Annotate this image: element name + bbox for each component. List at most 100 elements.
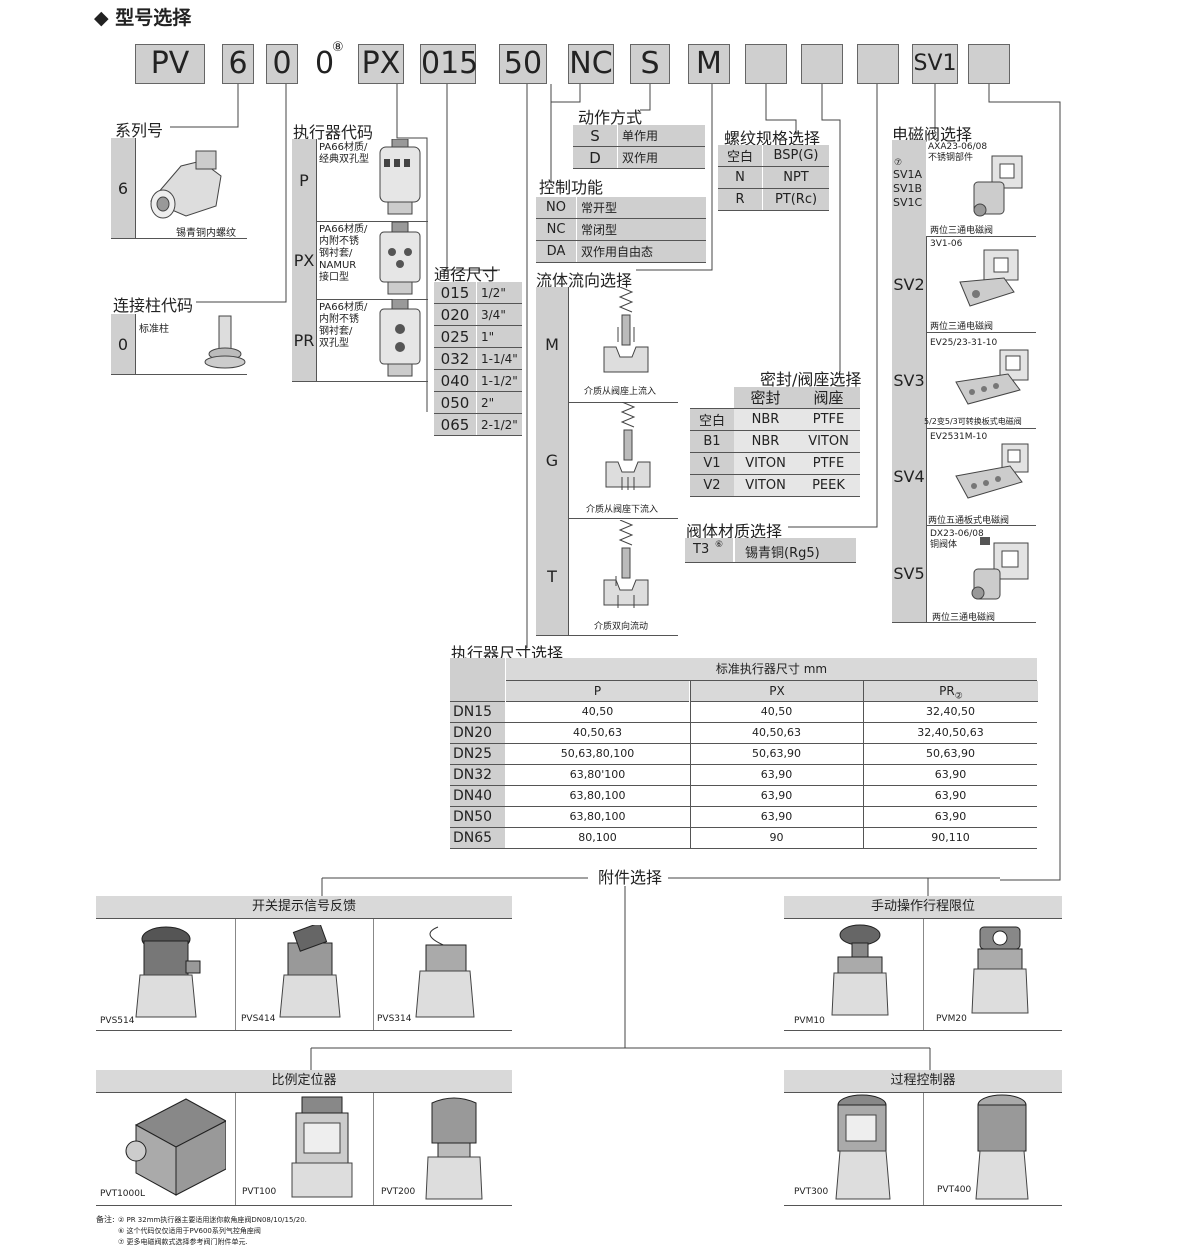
- series-caption: 锡青铜内螺纹: [176, 228, 236, 239]
- note-line-2: ⑥ 这个代码仅仅适用于PV600系列气控角座阀: [118, 1227, 261, 1235]
- bore-code: 050: [434, 391, 477, 414]
- solenoid-row-sv5: SV5 DX23-06/08 铜阀体 两位三通电磁阀: [892, 525, 1036, 623]
- solenoid-model-sv2: 3V1-06: [930, 239, 963, 249]
- solenoid-row-sv2: SV2 3V1-06 两位三通电磁阀: [892, 236, 1036, 333]
- flow-t-diagram-icon: [603, 520, 649, 608]
- actuator-code-px: PX: [292, 221, 317, 299]
- actuator-size-p: 50,63,80,100: [560, 747, 635, 760]
- thread-value: BSP(G): [762, 145, 829, 167]
- seal-value: NBR: [734, 430, 797, 453]
- solenoid-sv4-icon: [955, 443, 1029, 499]
- control-code: NC: [536, 218, 577, 241]
- seat-value: PEEK: [797, 474, 860, 497]
- code-box-actuator-size: 50: [499, 44, 547, 84]
- pvt400-label: PVT400: [937, 1185, 972, 1195]
- body-material-value: 锡青铜(Rg5): [745, 546, 820, 561]
- solenoid-code-sv1: SV1A SV1B SV1C: [893, 168, 923, 209]
- pvt300-label: PVT300: [794, 1187, 829, 1197]
- bore-value: 1-1/4": [476, 347, 522, 370]
- actuator-size-px: 63,90: [690, 807, 862, 827]
- control-code: NO: [536, 197, 577, 219]
- code-box-accessory: [968, 44, 1010, 84]
- action-code: S: [573, 125, 618, 147]
- code-box-thread: [745, 44, 787, 84]
- pvt200-label: PVT200: [381, 1187, 416, 1197]
- solenoid-code-sv3: SV3: [892, 332, 927, 428]
- flow-code-t: T: [536, 518, 569, 635]
- seal-code: V1: [690, 452, 734, 475]
- code-box-series-prefix: PV: [135, 44, 205, 84]
- flow-row-g: G 介质从阀座下流入: [536, 402, 678, 519]
- body-material-value-cell: 锡青铜(Rg5): [735, 538, 856, 562]
- bore-code: 032: [434, 347, 477, 370]
- connector-title: 连接柱代码: [113, 296, 194, 315]
- bore-code: 025: [434, 325, 477, 348]
- action-value: 双作用: [617, 146, 705, 169]
- solenoid-caption-sv5: 两位三通电磁阀: [932, 613, 996, 623]
- solenoid-caption-sv3: 5/2变5/3可转换板式电磁阀: [924, 417, 1022, 426]
- body-material-sup: ⑥: [715, 540, 724, 550]
- actuator-size-px: 63,90: [690, 786, 862, 806]
- code-box-solenoid: SV1: [912, 44, 958, 84]
- flow-caption-t: 介质双向流动: [594, 622, 649, 632]
- flow-row-m: M 介质从阀座上流入: [536, 287, 678, 403]
- seal-code: B1: [690, 430, 734, 453]
- control-value: 常闭型: [576, 218, 706, 241]
- solenoid-caption-sv2: 两位三通电磁阀: [930, 322, 994, 332]
- pvs314-icon: [415, 926, 475, 1018]
- actuator-code-p: P: [292, 139, 317, 221]
- actuator-title: 执行器代码: [293, 123, 374, 142]
- actuator-desc-px: PA66材质/ 内附不锈 钢衬套/ NAMUR 接口型: [319, 224, 368, 283]
- bore-value: 1-1/2": [476, 369, 522, 392]
- flow-title: 流体流向选择: [536, 271, 633, 290]
- thread-code: N: [718, 166, 763, 189]
- connector-lines: [170, 84, 1061, 881]
- actuator-size-header: 标准执行器尺寸 mm: [506, 658, 1037, 681]
- actuator-size-px: 90: [690, 828, 862, 848]
- code-fixed-sup: ⑧: [332, 40, 344, 55]
- section-title: ◆ 型号选择: [94, 7, 192, 29]
- actuator-size-px: 50,63,90: [690, 744, 862, 764]
- pvt200-icon: [425, 1097, 483, 1200]
- actuator-pr-icon: [379, 299, 421, 377]
- accessory-group-switch: PVS514 PVS414 PVS314: [96, 919, 512, 1031]
- actuator-size-pr: 32,40,50,63: [863, 723, 1037, 743]
- series-code: 6: [111, 138, 136, 238]
- pvs414-label: PVS414: [241, 1014, 276, 1024]
- bore-value: 2-1/2": [476, 413, 522, 436]
- actuator-size-col-pr: PR: [939, 684, 955, 698]
- action-value: 单作用: [617, 125, 705, 147]
- flow-g-diagram-icon: [605, 402, 651, 490]
- solenoid-sv5-icon: [971, 537, 1029, 600]
- bore-code: 065: [434, 413, 477, 436]
- actuator-size-dn: DN65: [450, 828, 505, 848]
- code-box-actuator: PX: [358, 44, 404, 84]
- bore-value: 1/2": [476, 282, 522, 304]
- seal-code: V2: [690, 474, 734, 497]
- accessories-title: 附件选择: [598, 868, 663, 887]
- actuator-block: P PA66材质/ 经典双孔型 PX PA66材质/ 内附不锈 钢衬套/ NAM…: [292, 139, 428, 382]
- pvs514-icon: [135, 926, 201, 1018]
- actuator-size-pr: 50,63,90: [863, 744, 1037, 764]
- solenoid-row-sv4: SV4 EV2531M-10 两位五通板式电磁阀: [892, 428, 1036, 526]
- bore-code: 040: [434, 369, 477, 392]
- seal-value: VITON: [734, 474, 797, 497]
- code-fixed-digit: 0: [315, 46, 335, 81]
- actuator-size-p: 40,50,63: [573, 726, 622, 739]
- bore-value: 2": [476, 391, 522, 414]
- seal-value: VITON: [734, 452, 797, 475]
